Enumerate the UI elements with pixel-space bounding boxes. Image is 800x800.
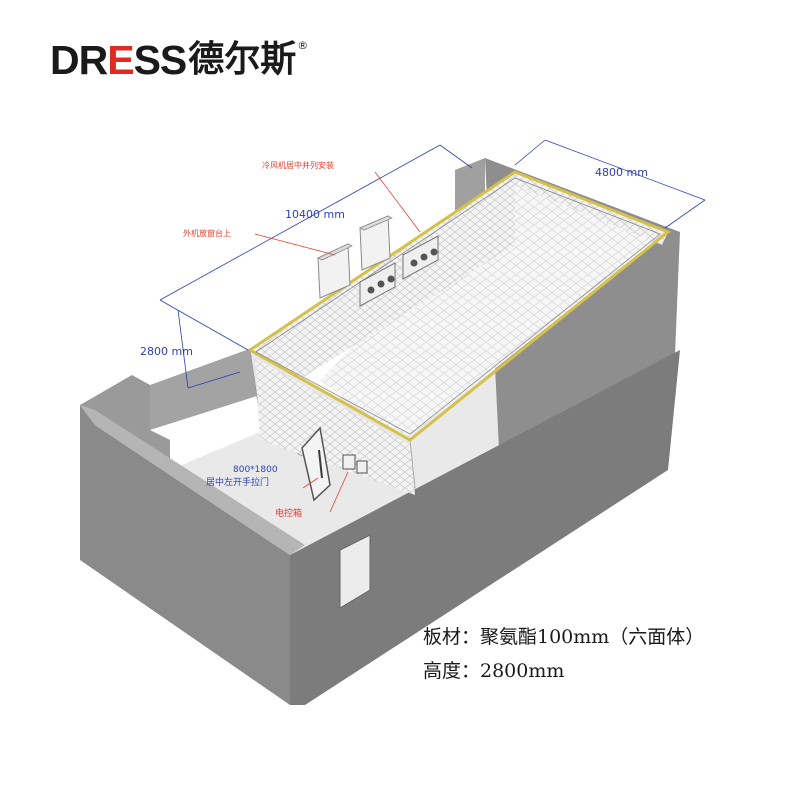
shell-back-wall [150,345,260,430]
door-and-controls [301,426,368,502]
width-label: 4800 mm [595,166,648,179]
door [301,426,331,502]
callout-lines [254,171,421,513]
room-top-edge-inner [255,177,661,435]
door-size-label: 800*1800 [233,465,278,475]
evaporator-unit-left [359,262,396,307]
room-right-end-wall [515,172,668,245]
registered-mark: ® [297,39,309,52]
condenser-note: 外机放窗台上 [183,228,231,238]
brand-logo: DRESS 德尔斯 ® [50,40,308,81]
evaporator-note: 冷风机居中并列安装 [262,160,334,170]
control-box [342,454,356,470]
height-label: 2800 mm [140,345,193,358]
logo-chinese: 德尔斯 [188,39,297,80]
shell-side-wall [290,350,680,705]
dimension-lines [159,139,706,389]
condenser-units [317,215,393,299]
doorway [339,534,371,609]
room-front-wall-face [255,358,415,495]
room-floor [320,185,660,440]
spec-material: 板材：聚氨酯100mm（六面体） [423,626,705,648]
spec-height: 高度：2800mm [423,660,565,682]
logo-latin: DRESS [50,37,187,83]
callout-labels: 冷风机居中并列安装 外机放窗台上 电控箱 [183,160,334,519]
shell-wall-top [80,405,305,555]
dimension-labels: 10400 mm 4800 mm 2800 mm 800*1800 居中左开手拉… [140,166,648,488]
shell-front-wall [80,405,290,705]
length-label: 10400 mm [285,208,345,221]
evaporator-unit-right [402,235,439,280]
control-box-label: 电控箱 [275,507,302,519]
evaporator-units [359,235,439,307]
door-note-label: 居中左开手拉门 [206,476,269,488]
room-top-edge [249,170,671,442]
